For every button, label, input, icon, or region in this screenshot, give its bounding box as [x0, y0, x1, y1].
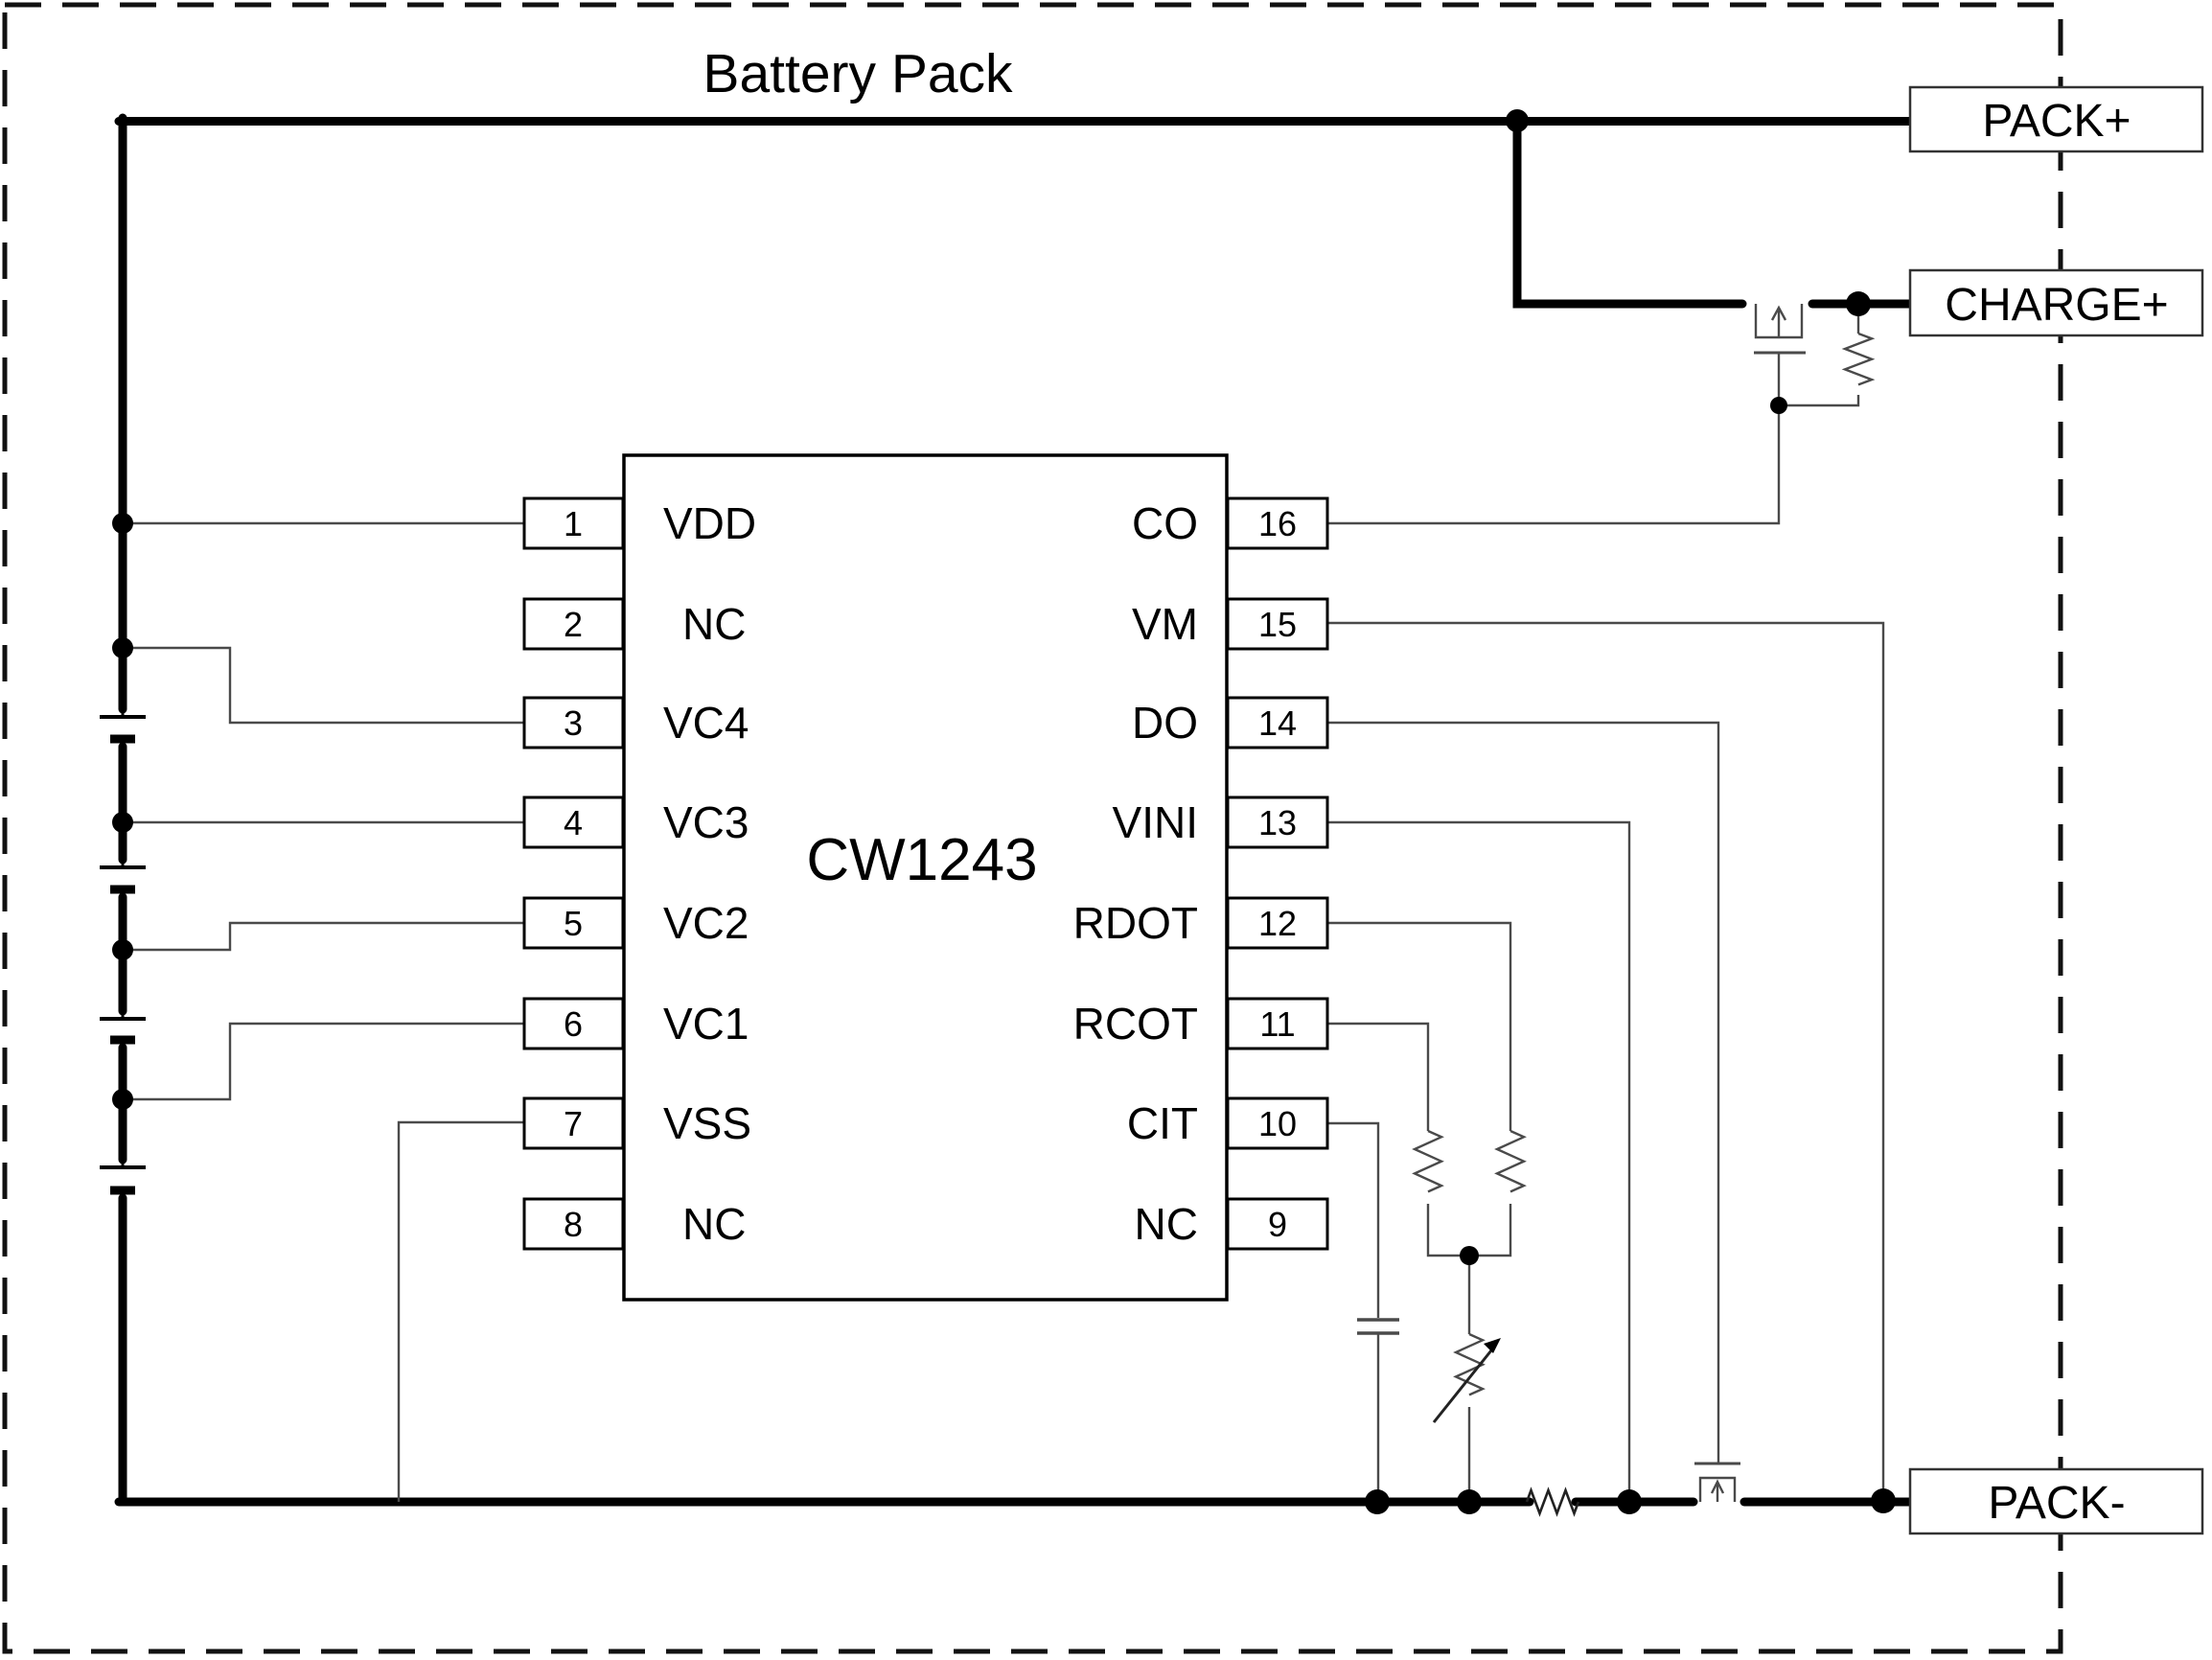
pin-number: 2	[564, 605, 583, 644]
cell-tap-wires	[123, 521, 524, 1502]
battery-cells	[100, 707, 146, 1200]
pin-label: RDOT	[1073, 898, 1198, 948]
terminal-pack-plus: PACK+	[1908, 85, 2204, 153]
pin-1: 1 VDD	[522, 496, 756, 550]
pin-8: 8 NC	[522, 1197, 746, 1251]
junction-dots	[112, 109, 1896, 1514]
pin-label: NC	[1135, 1199, 1198, 1249]
pin-label: VDD	[663, 498, 756, 548]
chip-name: CW1243	[806, 827, 1037, 893]
cit-capacitor-icon	[1357, 1318, 1399, 1335]
discharge-mosfet-icon	[1694, 1462, 1740, 1502]
pin-label: VC1	[663, 999, 749, 1049]
signal-wires	[1327, 304, 1885, 1502]
pin-5: 5 VC2	[522, 896, 749, 950]
ic-right-pins: 16 CO 15 VM 14 DO 13 VINI 12 RDOT 11 RCO…	[1073, 496, 1329, 1251]
pin-number: 3	[564, 703, 583, 743]
pin-16: 16 CO	[1132, 496, 1329, 550]
pin-6: 6 VC1	[522, 997, 749, 1050]
pin-4: 4 VC3	[522, 795, 749, 849]
ic-left-pins: 1 VDD 2 NC 3 VC4 4 VC3 5 VC2 6 VC1 7 VSS…	[522, 496, 756, 1251]
pin-label: DO	[1132, 698, 1198, 748]
pin-label: VC3	[663, 797, 749, 847]
charge-mosfet-icon	[1754, 304, 1806, 405]
sense-resistor-icon	[1525, 1487, 1580, 1517]
pin-15: 15 VM	[1132, 597, 1329, 651]
pin-10: 10 CIT	[1127, 1096, 1329, 1150]
battery-cell-icon	[100, 1158, 146, 1200]
pin-9: 9 NC	[1135, 1197, 1329, 1251]
pin-label: NC	[682, 599, 746, 649]
terminal-label: PACK+	[1982, 96, 2131, 147]
pin-label: CO	[1132, 498, 1198, 548]
battery-pack-boundary	[2, 2, 2063, 1654]
pin-11: 11 RCOT	[1073, 997, 1329, 1050]
pin-label: CIT	[1127, 1098, 1198, 1148]
terminal-label: CHARGE+	[1945, 280, 2168, 331]
pin-number: 11	[1259, 1004, 1295, 1044]
pin-number: 5	[564, 904, 583, 943]
charge-gate-resistor-icon	[1841, 332, 1876, 386]
rcot-resistor-icon	[1412, 1129, 1444, 1193]
ic-cw1243: CW1243	[622, 453, 1229, 1302]
pin-3: 3 VC4	[522, 696, 749, 749]
pin-number: 8	[564, 1205, 583, 1244]
pin-number: 16	[1258, 504, 1297, 543]
terminal-pack-minus: PACK-	[1908, 1467, 2204, 1535]
pin-label: VINI	[1113, 797, 1198, 847]
pin-label: VC2	[663, 898, 749, 948]
pin-number: 6	[564, 1004, 583, 1044]
pin-number: 12	[1258, 904, 1297, 943]
pin-label: VC4	[663, 698, 749, 748]
pin-number: 14	[1258, 703, 1297, 743]
pin-14: 14 DO	[1132, 696, 1329, 749]
thermistor-icon	[1432, 1332, 1501, 1423]
rdot-resistor-icon	[1494, 1129, 1527, 1193]
pin-number: 13	[1258, 803, 1297, 842]
terminal-label: PACK-	[1988, 1478, 2125, 1529]
pin-number: 15	[1258, 605, 1297, 644]
charge-branch-wire	[1512, 114, 1918, 309]
battery-cell-icon	[100, 707, 146, 749]
pin-7: 7 VSS	[522, 1096, 751, 1150]
terminal-charge-plus: CHARGE+	[1908, 268, 2204, 337]
pin-2: 2 NC	[522, 597, 746, 651]
pin-number: 9	[1268, 1205, 1287, 1244]
pin-number: 7	[564, 1104, 583, 1143]
battery-cell-icon	[100, 1009, 146, 1049]
pin-label: VSS	[663, 1098, 751, 1148]
pin-number: 10	[1258, 1104, 1297, 1143]
pin-12: 12 RDOT	[1073, 896, 1329, 950]
battery-cell-icon	[100, 858, 146, 899]
pin-label: VM	[1132, 599, 1198, 649]
pin-label: RCOT	[1073, 999, 1198, 1049]
schematic-title: Battery Pack	[703, 43, 1013, 104]
pin-number: 1	[564, 504, 583, 543]
pin-13: 13 VINI	[1113, 795, 1329, 849]
pin-number: 4	[564, 803, 583, 842]
pin-label: NC	[682, 1199, 746, 1249]
